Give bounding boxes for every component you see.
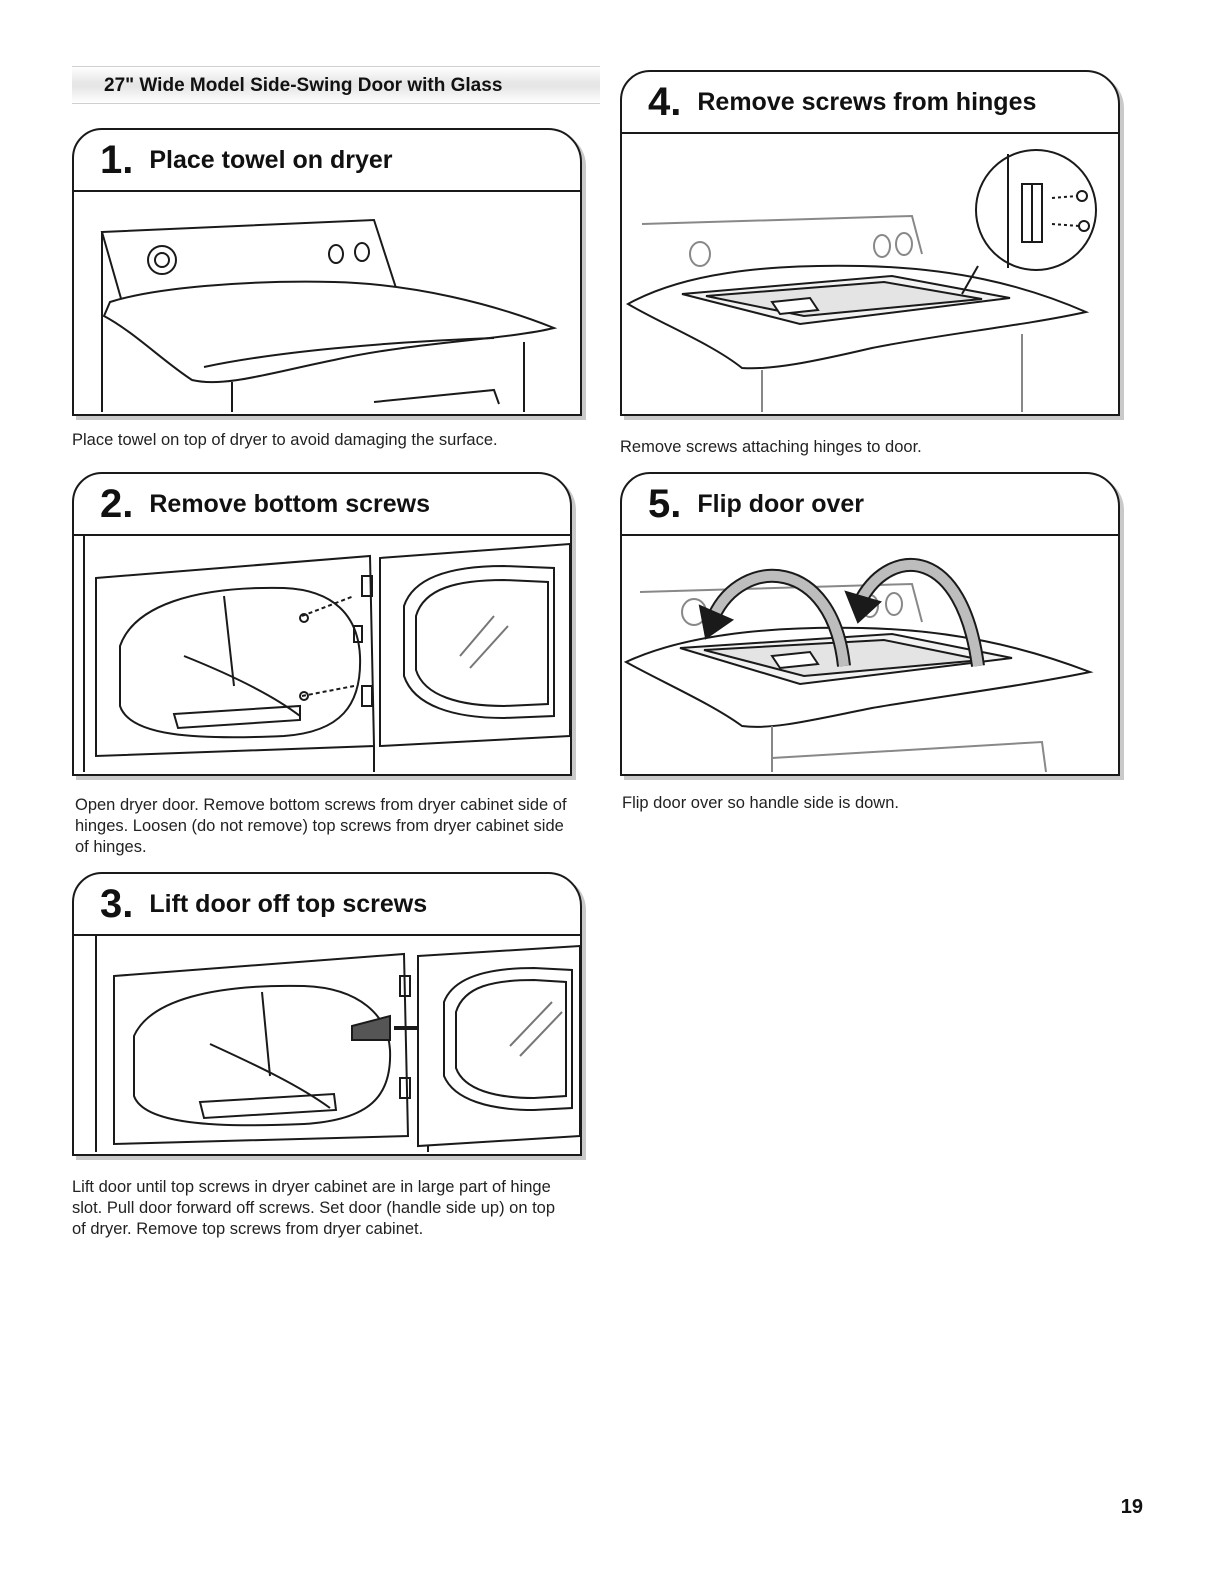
step-3-caption: Lift door until top screws in dryer cabi… [72,1178,556,1238]
step-5-caption: Flip door over so handle side is down. [622,794,899,812]
step-5-illustration [622,536,1118,772]
step-2-header: 2. Remove bottom screws [74,474,570,536]
step-5-panel: 5. Flip door over [620,472,1120,776]
step-5-title: Flip door over [697,489,865,518]
step-3-number: 3. [100,881,134,926]
step-1-title: Place towel on dryer [149,145,393,174]
step-2-title: Remove bottom screws [149,489,430,518]
step-4-number: 4. [648,79,682,124]
step-2-caption: Open dryer door. Remove bottom screws fr… [75,796,567,856]
step-2-number: 2. [100,481,134,526]
step-4-title: Remove screws from hinges [697,87,1037,116]
step-3-panel: 3. Lift door off top screws [72,872,582,1156]
step-1-illustration [74,192,580,412]
step-4-caption: Remove screws attaching hinges to door. [620,438,922,456]
step-3-illustration [74,936,580,1152]
step-2-panel: 2. Remove bottom screws [72,472,572,776]
step-1-header: 1. Place towel on dryer [74,130,580,192]
section-header-title: 27" Wide Model Side-Swing Door with Glas… [104,75,503,96]
step-4-panel: 4. Remove screws from hinges [620,70,1120,416]
step-3-title: Lift door off top screws [149,889,428,918]
step-5-header: 5. Flip door over [622,474,1118,536]
section-header: 27" Wide Model Side-Swing Door with Glas… [72,66,600,104]
step-2-illustration [74,536,570,772]
step-3-header: 3. Lift door off top screws [74,874,580,936]
step-4-header: 4. Remove screws from hinges [622,72,1118,134]
page-number: 19 [1120,1496,1143,1518]
step-1-panel: 1. Place towel on dryer [72,128,582,416]
step-1-caption: Place towel on top of dryer to avoid dam… [72,431,498,449]
step-4-illustration [622,134,1118,412]
step-1-number: 1. [100,137,134,182]
step-5-number: 5. [648,481,682,526]
